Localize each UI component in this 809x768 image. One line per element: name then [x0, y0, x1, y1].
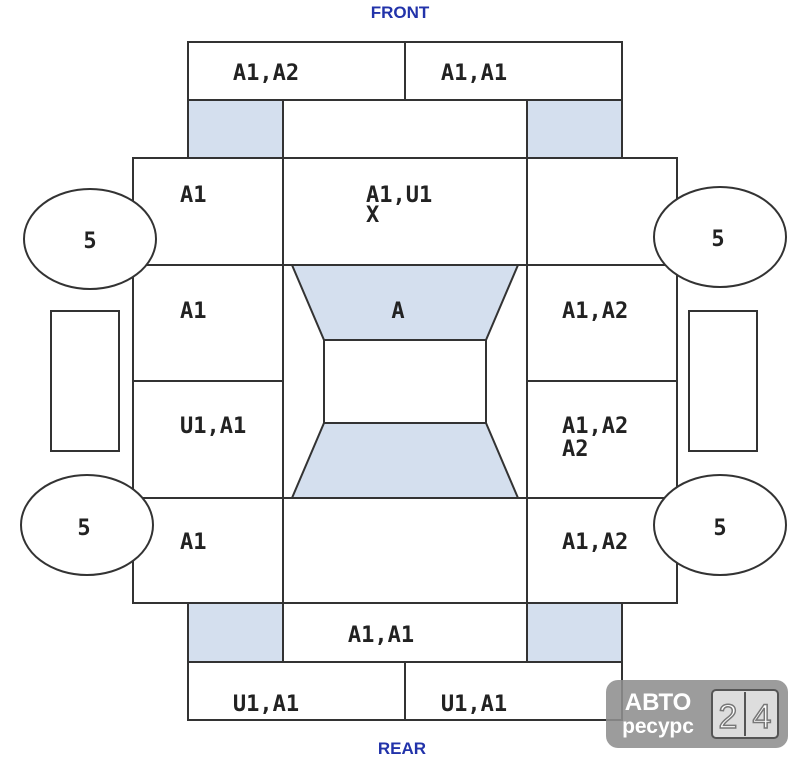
front-label: FRONT — [371, 3, 430, 22]
right-rear-label: A1,A2 — [562, 530, 628, 555]
wheel-rear-left — [20, 474, 154, 576]
left-rear-fender — [132, 497, 284, 604]
hood-center-label-line2: X — [366, 203, 379, 228]
rear-right-light — [526, 602, 623, 663]
left-rear-label: A1 — [180, 530, 207, 555]
roof-front-label: A — [391, 299, 404, 324]
right-rear-door-label-line1: A1,A2 — [562, 414, 628, 439]
front-left-light — [187, 99, 284, 159]
right-front-door-label: A1,A2 — [562, 299, 628, 324]
left-front-door-label: A1 — [180, 299, 207, 324]
hood-center-label-line1: A1,U1 — [366, 183, 432, 208]
rear-window — [290, 422, 520, 499]
wheel-front-right — [653, 186, 787, 288]
wheel-front-left-label: 5 — [83, 229, 96, 254]
left-front-door — [132, 264, 284, 382]
watermark-line1: АВТО — [625, 689, 691, 716]
wheel-rear-left-label: 5 — [77, 516, 90, 541]
wheel-front-left — [23, 188, 157, 290]
front-bumper-left-panel — [187, 41, 406, 101]
front-left-label: A1,A2 — [233, 61, 299, 86]
right-front-door — [526, 264, 678, 382]
wheel-front-right-label: 5 — [711, 227, 724, 252]
rear-bumper-left-panel — [187, 661, 406, 721]
rear-right-label: U1,A1 — [441, 692, 507, 717]
rear-left-light — [187, 602, 284, 663]
watermark-line2: ресурс — [622, 715, 694, 738]
rear-left-label: U1,A1 — [233, 692, 299, 717]
rear-bumper-right-panel — [404, 661, 623, 721]
trunk-label: A1,A1 — [348, 623, 414, 648]
trunk-lid — [282, 497, 528, 604]
watermark-digit1: 2 — [719, 698, 738, 736]
watermark-digit2: 4 — [753, 698, 772, 736]
watermark-logo: АВТО ресурс 2 4 — [606, 680, 788, 748]
right-side-sill — [688, 310, 758, 452]
front-bumper-right-panel — [404, 41, 623, 101]
hood-left-label: A1 — [180, 183, 207, 208]
wheel-rear-right-label: 5 — [713, 516, 726, 541]
wheel-rear-right — [653, 474, 787, 576]
left-front-fender — [132, 157, 284, 266]
roof-panel — [323, 339, 487, 424]
front-right-light — [526, 99, 623, 159]
left-rear-door — [132, 380, 284, 499]
left-rear-door-label: U1,A1 — [180, 414, 246, 439]
hood-panel — [282, 157, 528, 266]
right-front-fender — [526, 157, 678, 266]
front-center-panel — [282, 99, 528, 159]
left-side-sill — [50, 310, 120, 452]
windshield — [290, 264, 520, 341]
right-rear-door — [526, 380, 678, 499]
rear-label: REAR — [378, 739, 426, 758]
right-rear-door-label-line2: A2 — [562, 437, 589, 462]
front-right-label: A1,A1 — [441, 61, 507, 86]
